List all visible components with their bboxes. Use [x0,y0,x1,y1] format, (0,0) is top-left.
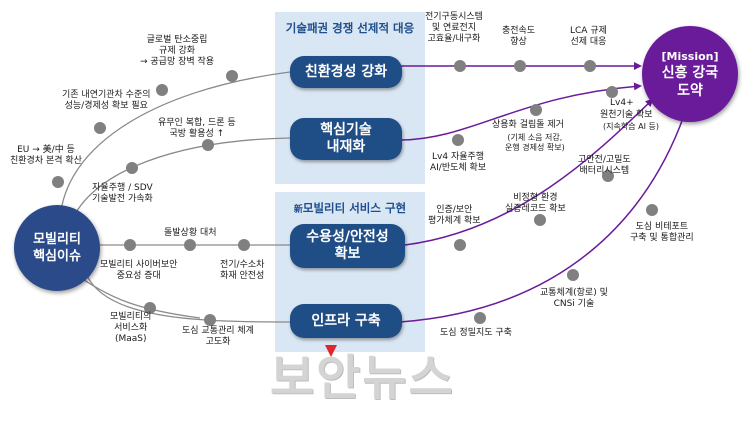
node [226,70,238,82]
label-precision-map: 도심 정밀지도 구축 [440,328,512,338]
node-dots [52,60,658,326]
label-maas: 모빌리티의 서비스화 (MaaS) [110,312,152,344]
node [474,312,486,324]
label-cert: 인증/보안 평가체계 확보 [428,205,481,226]
node [454,239,466,251]
arrow-infra [399,102,690,323]
label-urban-traffic: 도심 교통관리 체계 고도화 [182,326,254,347]
label-source-sub: (지속학습 AI 등) [603,122,659,131]
box-core-line2: 내재화 [326,139,366,155]
mission-line2: 도약 [677,82,703,99]
box-accept-line2: 확보 [334,246,361,262]
label-oil-complex: 유무인 복합, 드론 등 국방 활용성 ↑ [158,118,236,139]
label-source-tech: 원천기술 확보 [600,110,653,120]
node [184,239,196,251]
box-infra: 인프라 구축 [290,304,402,338]
node [144,302,156,314]
node [204,314,216,326]
label-ev-hydrogen: 전기/수소차 화재 안전성 [220,260,265,281]
node [514,60,526,72]
watermark-text: 보안뉴스 [270,350,455,406]
panel-title-service: 新모빌리티 서비스 구현 [275,200,425,216]
node [602,170,614,182]
label-testbed: 도심 비테포트 구축 및 통합관리 [630,222,694,243]
mission-line1: 신흥 강국 [661,64,719,81]
label-battery: 고안전/고밀도 배터리시스템 [578,155,631,176]
label-powertrain: 전기구동시스템 및 연료전지 고효율/내구화 [425,12,483,44]
hub-line2: 핵심이슈 [33,249,81,264]
label-traffic-cnsi: 교통체계(항로) 및 CNSi 기술 [540,288,608,309]
node [454,60,466,72]
mission-tag: [Mission] [661,49,719,63]
node [584,60,596,72]
box-eco-label: 친환경성 강화 [304,63,388,80]
hub-line1: 모빌리티 [33,232,81,247]
node [530,104,542,116]
node [646,204,658,216]
mission-circle: [Mission] 신흥 강국 도약 [642,26,738,122]
label-cyber: 모빌리티 사이버보안 중요성 증대 [100,260,178,281]
arrow-core [399,82,642,141]
node [534,214,546,226]
label-lv4-auto: Lv4 자율주행 AI/반도체 확보 [430,152,487,173]
new-prefix: 新 [293,205,303,215]
label-commercial: 상용화 걸림돌 제거 [492,120,564,130]
node [606,86,618,98]
panel-title-service-text: 모빌리티 서비스 구현 [302,201,407,215]
node [156,84,168,96]
node [567,269,579,281]
node [452,134,464,146]
label-existing-engine: 기존 내연기관차 수준의 성능/경제성 확보 필요 [62,90,151,111]
box-acceptance: 수용성/안전성 확보 [290,224,405,268]
label-lv4-plus: Lv4+ [610,98,634,108]
label-autonomous-sdv: 자율주행 / SDV 기술발전 가속화 [92,183,153,204]
label-charging: 충전속도 향상 [502,26,536,47]
node [52,176,64,188]
node [238,239,250,251]
node [126,162,138,174]
node [124,239,136,251]
box-accept-line1: 수용성/안전성 [306,229,389,245]
label-global-carbon: 글로벌 탄소중립 규제 강화 → 공급망 장벽 작용 [140,35,215,67]
label-abnormal: 비정형 환경 실증레코드 확보 [505,193,566,214]
node [94,122,106,134]
arrow-accept [404,98,654,246]
box-eco: 친환경성 강화 [290,56,402,88]
box-core-tech: 핵심기술 내재화 [290,118,402,160]
panel-title-tech: 기술패권 경쟁 선제적 대응 [285,21,415,35]
label-commercial-sub: (기체 소음 저감, 운행 경제성 확보) [505,133,565,152]
watermark-red-mark [325,345,337,357]
label-accident: 돌발상황 대처 [164,228,217,238]
label-lca: LCA 규제 선제 대응 [570,26,607,47]
hub-mobility-issues: 모빌리티 핵심이슈 [14,205,100,291]
wire-hub-eco [59,71,291,233]
box-core-line1: 핵심기술 [320,122,372,138]
wire-hub-core [69,137,291,226]
box-infra-label: 인프라 구축 [311,312,381,329]
label-eu-us-china: EU → 美/中 등 친환경차 본격 확산 [10,145,82,166]
node [202,139,214,151]
